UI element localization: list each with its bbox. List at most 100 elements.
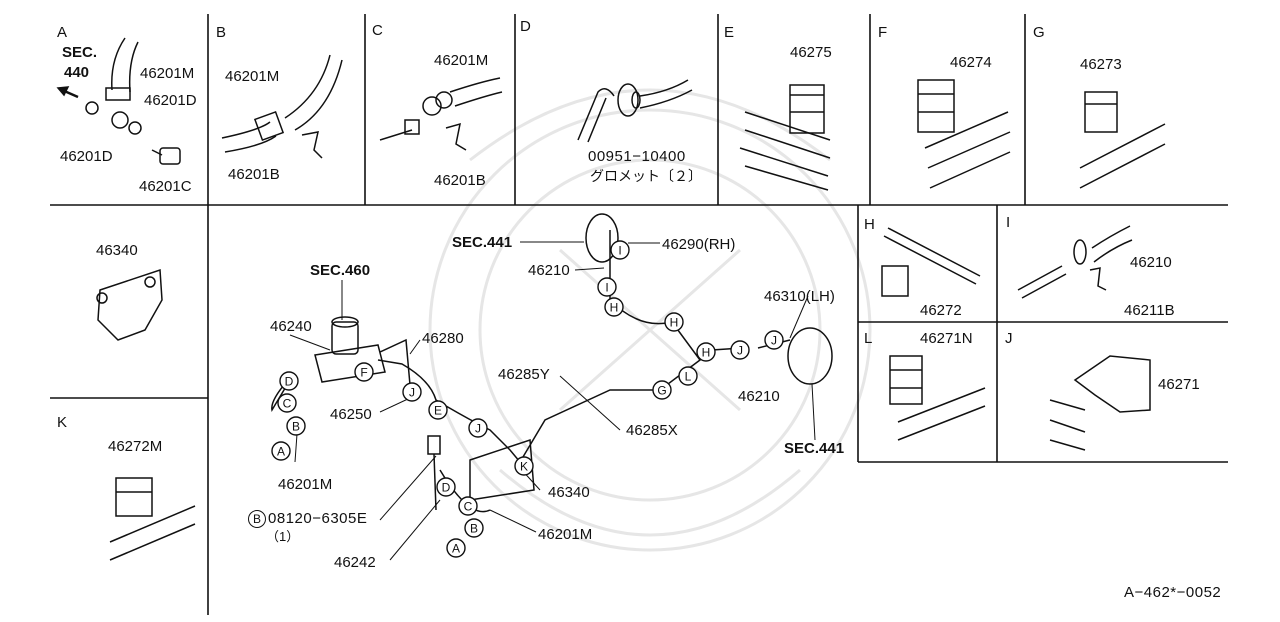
callout-circle	[428, 400, 448, 420]
section-letter-l: L	[864, 330, 873, 347]
part-46271: 46271	[1158, 376, 1200, 393]
part-46201b-b: 46201B	[228, 166, 280, 183]
part-46272m: 46272M	[108, 438, 163, 455]
watermark-crest	[428, 88, 872, 552]
sec-460-label: SEC.460	[310, 262, 371, 279]
section-letter-j: J	[1005, 330, 1013, 347]
callout-circle	[279, 371, 299, 391]
callout-circle	[271, 441, 291, 461]
section-letter-c: C	[372, 22, 383, 39]
part-46201m-a: 46201M	[140, 65, 195, 82]
callout-letter: J	[475, 422, 481, 436]
section-letter-e: E	[724, 24, 735, 41]
callout-circle	[446, 538, 466, 558]
section-letter-i: I	[1006, 214, 1011, 231]
callout-circle	[696, 342, 716, 362]
callout-circle	[464, 518, 484, 538]
part-46201d-a2: 46201D	[60, 148, 113, 165]
callout-circle	[764, 330, 784, 350]
part-46201b-c: 46201B	[434, 172, 486, 189]
callout-circle	[354, 362, 374, 382]
callout-circle	[286, 416, 306, 436]
callout-letter: J	[409, 386, 415, 400]
callout-circle	[652, 380, 672, 400]
callout-letter: D	[442, 481, 451, 495]
section-letter-a: A	[57, 24, 68, 41]
callout-letter: A	[277, 445, 285, 459]
part-46201c: 46201C	[139, 178, 192, 195]
section-letter-b: B	[216, 24, 227, 41]
callout-circle	[664, 312, 684, 332]
part-46272: 46272	[920, 302, 962, 319]
grommet-label: グロメット〔２〕	[590, 168, 702, 184]
callout-circle	[678, 366, 698, 386]
part-46340-main: 46340	[548, 484, 590, 501]
sec-441-bottom-label: SEC.441	[784, 440, 845, 457]
part-46201d-a1: 46201D	[144, 92, 197, 109]
callout-letter: G	[657, 384, 666, 398]
callout-letter: I	[618, 244, 621, 258]
callout-letter: B	[292, 420, 300, 434]
callout-letter: C	[283, 397, 292, 411]
section-letter-d: D	[520, 18, 531, 35]
callout-letter: D	[285, 375, 294, 389]
part-46340-left: 46340	[96, 242, 138, 259]
part-46210-a: 46210	[528, 262, 570, 279]
sec-440-label-2: 440	[64, 64, 90, 81]
section-letter-h: H	[864, 216, 875, 233]
callout-letter: H	[670, 316, 679, 330]
part-46201m-b: 46201M	[225, 68, 280, 85]
callout-letter: B	[470, 522, 478, 536]
callout-letter: K	[520, 460, 528, 474]
part-46201m-main-b: 46201M	[538, 526, 593, 543]
part-46271n: 46271N	[920, 330, 973, 347]
callout-circle	[610, 240, 630, 260]
valve-46340	[96, 268, 163, 341]
callout-letter: H	[610, 301, 619, 315]
part-46290-rh: 46290(RH)	[662, 236, 736, 253]
part-00951-10400: 00951−10400	[588, 148, 686, 165]
part-46211b: 46211B	[1124, 302, 1175, 319]
callout-circle	[402, 382, 422, 402]
part-46210-b: 46210	[738, 388, 780, 405]
part-46201m-main-a: 46201M	[278, 476, 333, 493]
callout-circle	[597, 277, 617, 297]
callout-circle	[436, 477, 456, 497]
callout-letter: F	[360, 366, 367, 380]
callout-letter: A	[452, 542, 460, 556]
bolt-quantity: （1）	[266, 529, 300, 544]
sec-441-top-label: SEC.441	[452, 234, 513, 251]
sec-440-label-1: SEC.	[62, 44, 98, 61]
callout-circle	[604, 297, 624, 317]
part-46274: 46274	[950, 54, 992, 71]
part-46250: 46250	[330, 406, 372, 423]
callout-circle	[458, 496, 478, 516]
callout-circle	[468, 418, 488, 438]
hose-a	[56, 37, 181, 165]
callout-circle	[277, 393, 297, 413]
part-46273: 46273	[1080, 56, 1122, 73]
clips-hilj	[881, 225, 1151, 451]
part-46285y: 46285Y	[498, 366, 550, 383]
part-46242: 46242	[334, 554, 376, 571]
callout-letter: C	[464, 500, 473, 514]
section-letter-f: F	[878, 24, 888, 41]
callout-letter: E	[434, 404, 442, 418]
callout-letter: J	[737, 344, 743, 358]
diagram-code: A−462*−0052	[1124, 584, 1222, 601]
clips-efg	[739, 79, 1166, 191]
callout-letter: H	[702, 346, 711, 360]
part-46310-lh: 46310(LH)	[764, 288, 835, 305]
grid-lines	[50, 14, 1228, 615]
callout-letter: I	[605, 281, 608, 295]
callout-letter: L	[685, 370, 692, 384]
part-08120-6305e: 08120−6305E	[268, 510, 368, 527]
part-46275: 46275	[790, 44, 832, 61]
part-46210-i: 46210	[1130, 254, 1172, 271]
section-letter-g: G	[1033, 24, 1045, 41]
pipe-c	[379, 77, 503, 151]
callout-circle	[730, 340, 750, 360]
